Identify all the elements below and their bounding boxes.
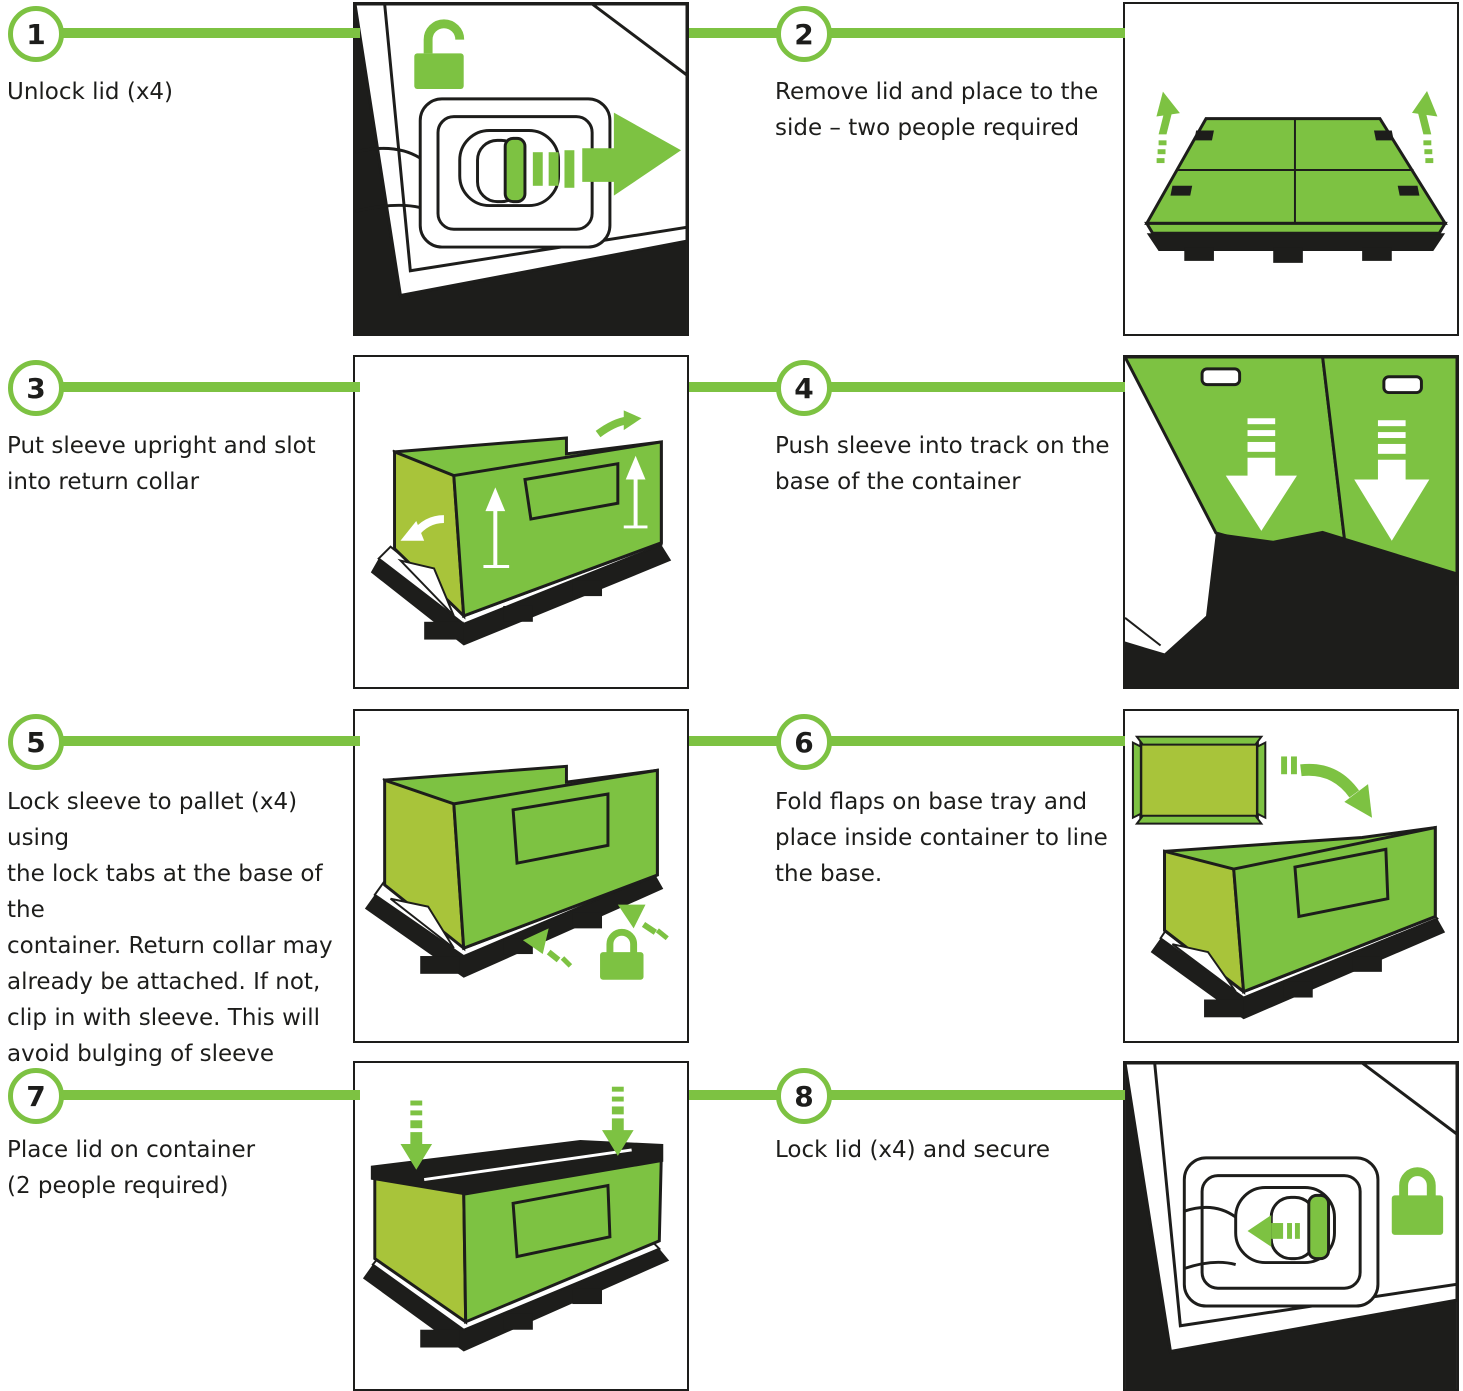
step-5-line-5: clip in with sleeve. This will — [7, 1000, 352, 1036]
step-8-illustration — [1123, 1061, 1459, 1391]
step-5-instructions: Lock sleeve to pallet (x4) using the loc… — [7, 784, 352, 1072]
lid-icon — [1147, 119, 1445, 263]
step-4-line-1: Push sleeve into track on the — [775, 428, 1115, 464]
step-4-instructions: Push sleeve into track on the base of th… — [775, 428, 1115, 500]
step-3-bar — [40, 382, 360, 392]
step-7-line-2: (2 people required) — [7, 1168, 347, 1204]
step-8-bar-left — [689, 1090, 789, 1100]
step-2-bar-left — [689, 28, 789, 38]
step-2-number: 2 — [776, 6, 832, 62]
step-3-line-2: into return collar — [7, 464, 347, 500]
step-5-line-4: already be attached. If not, — [7, 964, 352, 1000]
step-5-line-1: Lock sleeve to pallet (x4) using — [7, 784, 352, 856]
step-3-number: 3 — [8, 360, 64, 416]
step-7-line-1: Place lid on container — [7, 1132, 347, 1168]
step-3-instructions: Put sleeve upright and slot into return … — [7, 428, 347, 500]
step-2-instructions: Remove lid and place to the side – two p… — [775, 74, 1115, 146]
container-sleeve-icon — [371, 438, 671, 645]
base-tray-icon — [1133, 737, 1265, 824]
step-5-bar — [40, 736, 360, 746]
step-1-bar — [40, 28, 360, 38]
step-5-number: 5 — [8, 714, 64, 770]
container-sleeve-icon — [365, 766, 663, 977]
step-2-illustration — [1123, 2, 1459, 336]
step-2-line-2: side – two people required — [775, 110, 1115, 146]
step-3-line-1: Put sleeve upright and slot — [7, 428, 347, 464]
step-5-line-6: avoid bulging of sleeve — [7, 1036, 352, 1072]
step-1-line-1: Unlock lid (x4) — [7, 74, 347, 110]
step-6-line-1: Fold flaps on base tray and — [775, 784, 1120, 820]
step-5-line-2: the lock tabs at the base of the — [7, 856, 352, 928]
step-5-illustration — [353, 709, 689, 1043]
step-1-illustration — [353, 2, 689, 336]
step-4-number: 4 — [776, 360, 832, 416]
step-4-bar-left — [689, 382, 789, 392]
step-8-instructions: Lock lid (x4) and secure — [775, 1132, 1115, 1168]
step-6-illustration — [1123, 709, 1459, 1043]
step-8-number: 8 — [776, 1068, 832, 1124]
arrow-up-icon — [1153, 90, 1180, 163]
step-6-instructions: Fold flaps on base tray and place inside… — [775, 784, 1120, 892]
step-3-illustration — [353, 355, 689, 689]
step-7-number: 7 — [8, 1068, 64, 1124]
curved-arrow-icon — [1281, 756, 1372, 817]
step-6-line-3: the base. — [775, 856, 1120, 892]
step-7-illustration — [353, 1061, 689, 1391]
arrow-up-icon — [1412, 89, 1441, 163]
step-8-bar — [810, 1090, 1125, 1100]
step-8-line-1: Lock lid (x4) and secure — [775, 1132, 1115, 1168]
step-6-bar — [810, 736, 1125, 746]
container-sleeve-icon — [1151, 828, 1445, 1020]
locked-padlock-icon — [600, 932, 643, 979]
step-7-bar — [40, 1090, 360, 1100]
step-6-line-2: place inside container to line — [775, 820, 1120, 856]
step-5-line-3: container. Return collar may — [7, 928, 352, 964]
step-6-number: 6 — [776, 714, 832, 770]
step-2-line-1: Remove lid and place to the — [775, 74, 1115, 110]
step-4-line-2: base of the container — [775, 464, 1115, 500]
step-2-bar — [810, 28, 1125, 38]
step-1-number: 1 — [8, 6, 64, 62]
step-6-bar-left — [689, 736, 789, 746]
step-4-bar — [810, 382, 1125, 392]
step-7-instructions: Place lid on container (2 people require… — [7, 1132, 347, 1204]
step-1-instructions: Unlock lid (x4) — [7, 74, 347, 110]
step-4-illustration — [1123, 355, 1459, 689]
container-lid-icon — [363, 1140, 669, 1351]
